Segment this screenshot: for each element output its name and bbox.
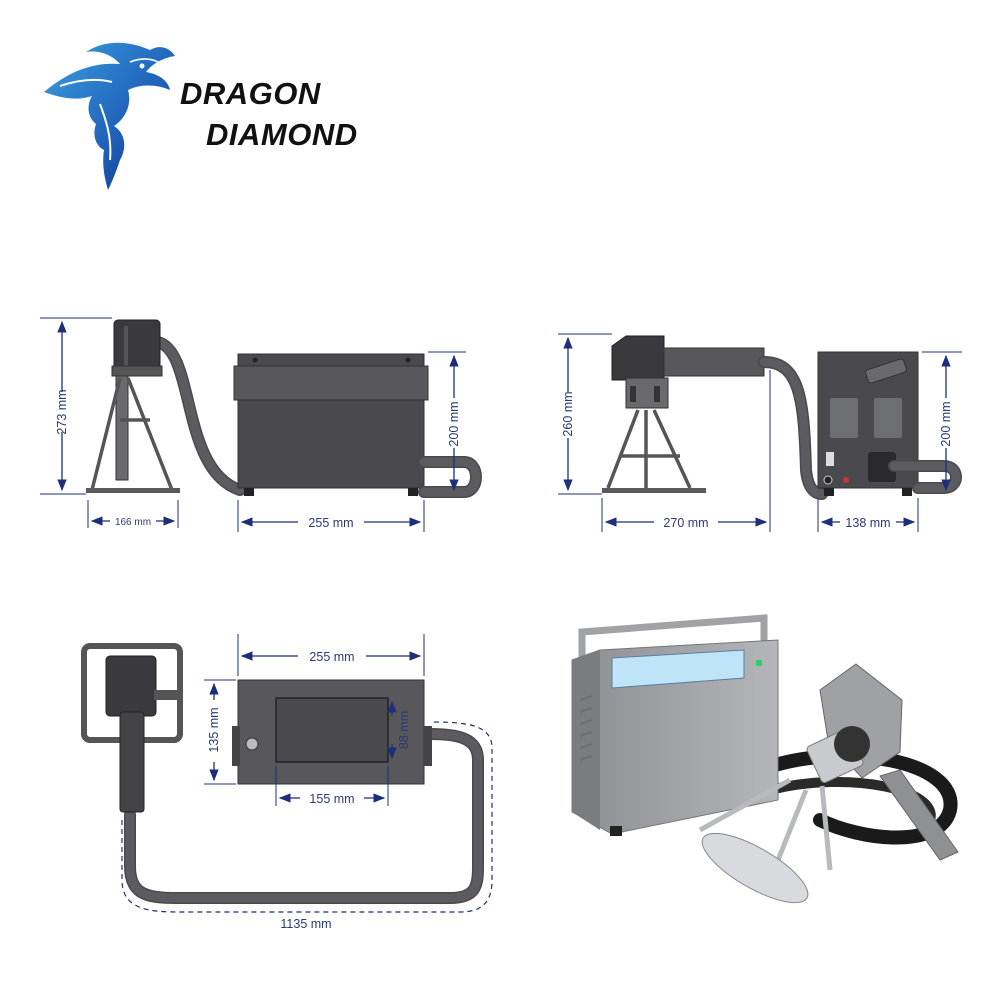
dragon-logo-icon [44, 42, 175, 190]
front-control-box [233, 353, 429, 496]
front-view: 273 mm 166 mm 255 mm 200 mm [40, 317, 482, 532]
side-height-label: 260 mm [561, 391, 575, 436]
side-laser-head [611, 335, 765, 409]
side-control-box [817, 351, 919, 496]
front-cable [152, 336, 246, 496]
top-view: 255 mm 135 mm 155 mm 88 mm 1135 mm [81, 634, 493, 931]
front-height-label: 273 mm [55, 389, 69, 434]
side-stand [602, 409, 706, 493]
top-cable-length-label: 1135 mm [280, 917, 331, 931]
photo-marking-head [698, 663, 959, 904]
front-stand [86, 371, 180, 493]
side-arm-length-label: 270 mm [663, 516, 708, 530]
front-laser-head [111, 319, 163, 377]
brand-line2: DIAMOND [206, 117, 358, 152]
top-handle [81, 643, 183, 813]
top-box-width-label: 255 mm [309, 650, 354, 664]
front-box-height-label: 200 mm [447, 401, 461, 446]
brand-logo: DRAGON DIAMOND [44, 42, 358, 190]
side-box-depth-label: 138 mm [845, 516, 890, 530]
top-screen-height-label: 88 mm [397, 711, 411, 749]
side-box-height-label: 200 mm [939, 401, 953, 446]
side-view: 260 mm 270 mm 138 mm 200 mm [558, 333, 962, 532]
top-screen-width-label: 155 mm [309, 792, 354, 806]
front-stand-width-label: 166 mm [115, 517, 151, 528]
front-box-width-label: 255 mm [308, 516, 353, 530]
laser-marker-photo [571, 614, 959, 904]
photo-control-box [571, 639, 779, 836]
top-control-box [232, 679, 432, 785]
brand-line1: DRAGON [180, 76, 321, 111]
top-box-depth-label: 135 mm [207, 707, 221, 752]
